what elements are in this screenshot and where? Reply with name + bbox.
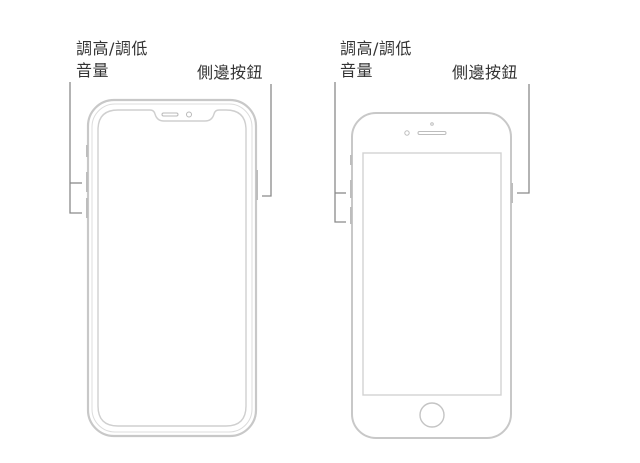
left-screen (97, 109, 247, 427)
left-volume-label-line1: 調高/調低 (76, 39, 148, 58)
right-volume-label-line1: 調高/調低 (340, 39, 412, 58)
left-camera (186, 111, 192, 118)
right-volume-label-line2: 音量 (340, 61, 374, 80)
right-speaker (417, 131, 447, 135)
left-speaker (161, 112, 179, 117)
right-phone (350, 112, 513, 439)
right-leader-lines (334, 82, 530, 223)
right-screen (362, 152, 502, 396)
left-phone (86, 98, 258, 438)
right-sensor (430, 122, 434, 126)
right-side-button-label: 側邊按鈕 (452, 63, 519, 82)
left-leader-lines (69, 82, 272, 214)
left-volume-leader (69, 82, 82, 214)
home-button (419, 402, 445, 428)
left-side-button-label: 側邊按鈕 (197, 63, 264, 82)
left-volume-label-line2: 音量 (76, 61, 110, 80)
left-side-leader (262, 84, 272, 197)
right-volume-leader (334, 82, 346, 223)
right-side-leader (517, 84, 530, 194)
right-camera (404, 130, 410, 136)
